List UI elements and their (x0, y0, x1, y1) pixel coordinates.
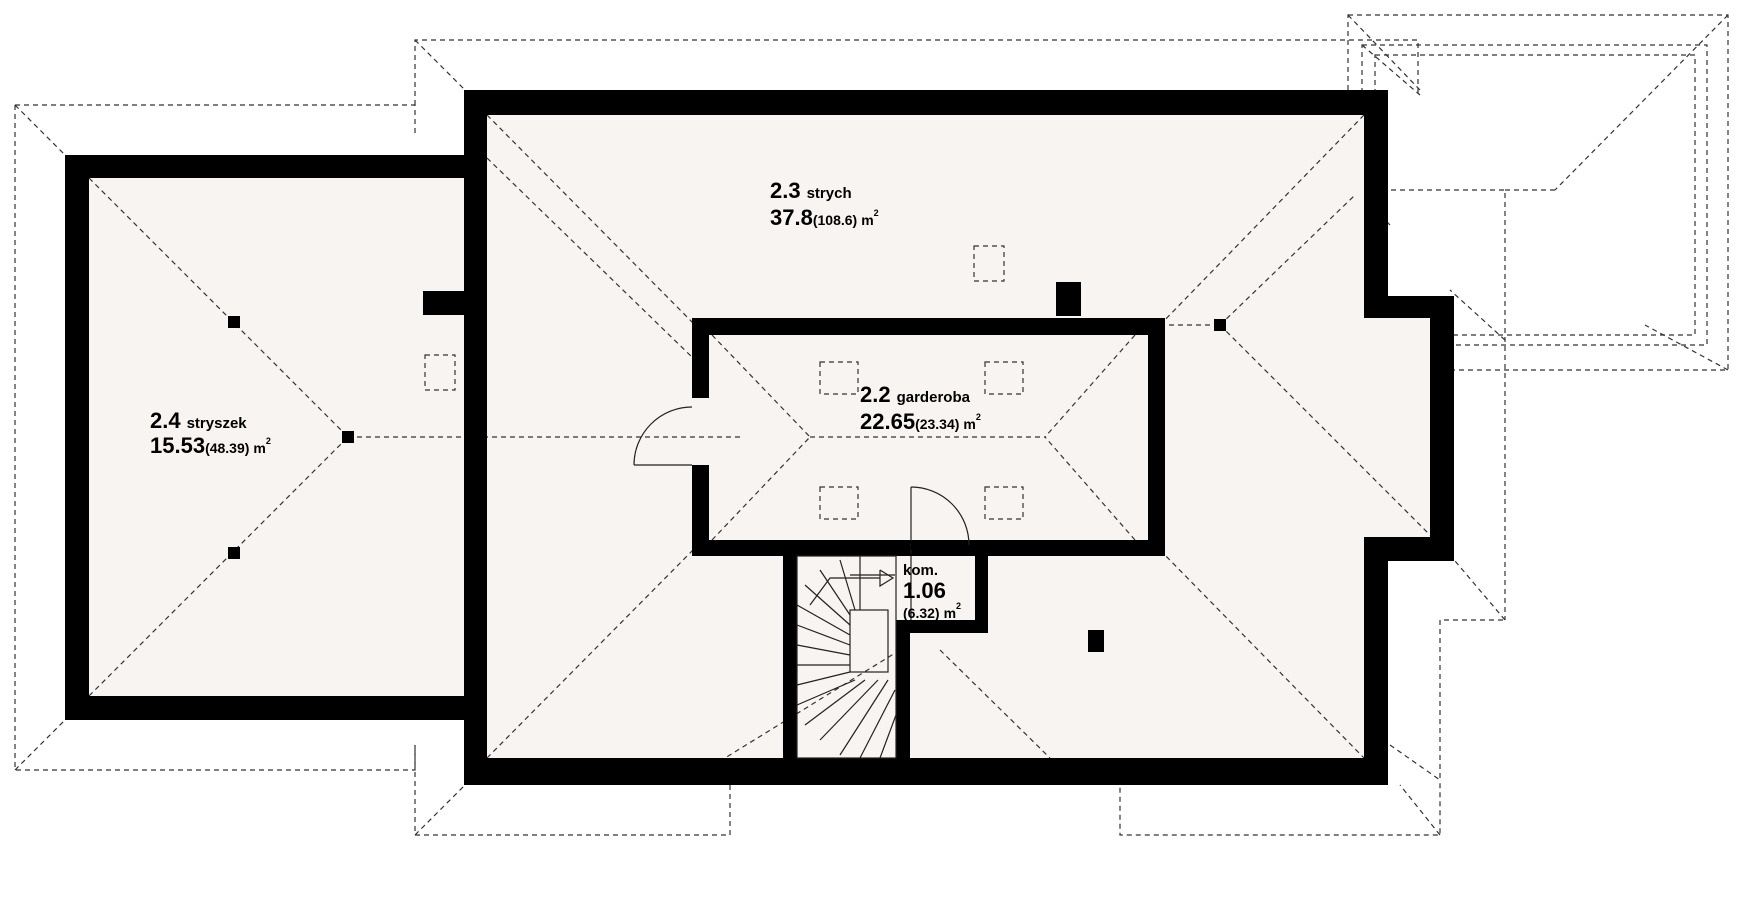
room-total-area: (23.34) (915, 416, 959, 432)
room-unit: m (944, 605, 956, 621)
room-unit-exp: 2 (874, 208, 879, 218)
floor-fills (89, 115, 1446, 758)
room-total-area: (108.6) (813, 212, 857, 228)
room-area: 22.65 (860, 409, 915, 434)
room-name: strych (807, 185, 852, 202)
room-number: 2.3 (770, 178, 801, 203)
room-label-kom: 2.1 kom. 1.06 (6.32)m2 (903, 536, 961, 621)
room-name: kom. (903, 562, 938, 579)
svg-text:22.65(23.34)m2: 22.65(23.34)m2 (860, 409, 981, 434)
room-number: 2.2 (860, 382, 891, 407)
room-unit-exp: 2 (956, 601, 961, 611)
walls (65, 90, 1454, 785)
staircase (796, 555, 897, 759)
room-area: 1.06 (903, 578, 946, 603)
room-total-area: (6.32) (903, 605, 940, 621)
svg-text:15.53(48.39)m2: 15.53(48.39)m2 (150, 433, 271, 458)
room-area: 37.8 (770, 205, 813, 230)
room-label-garderoba: 2.2 garderoba 22.65(23.34)m2 (860, 382, 981, 434)
room-total-area: (48.39) (205, 440, 249, 456)
room-label-strych: 2.3 strych 37.8(108.6)m2 (770, 178, 879, 230)
roof-hip-lines (88, 114, 1441, 759)
room-unit: m (861, 212, 873, 228)
room-name: stryszek (187, 415, 248, 432)
svg-text:37.8(108.6)m2: 37.8(108.6)m2 (770, 205, 879, 230)
room-number: 2.1 (903, 536, 934, 561)
room-name: garderoba (897, 389, 971, 406)
room-unit-exp: 2 (976, 412, 981, 422)
room-unit: m (253, 440, 265, 456)
room-label-stryszek: 2.4 stryszek 15.53(48.39)m2 (150, 408, 271, 458)
room-area: 15.53 (150, 433, 205, 458)
svg-text:(6.32)m2: (6.32)m2 (903, 601, 961, 621)
room-number: 2.4 (150, 408, 181, 433)
room-unit-exp: 2 (266, 436, 271, 446)
room-unit: m (963, 416, 975, 432)
doors (633, 406, 970, 620)
